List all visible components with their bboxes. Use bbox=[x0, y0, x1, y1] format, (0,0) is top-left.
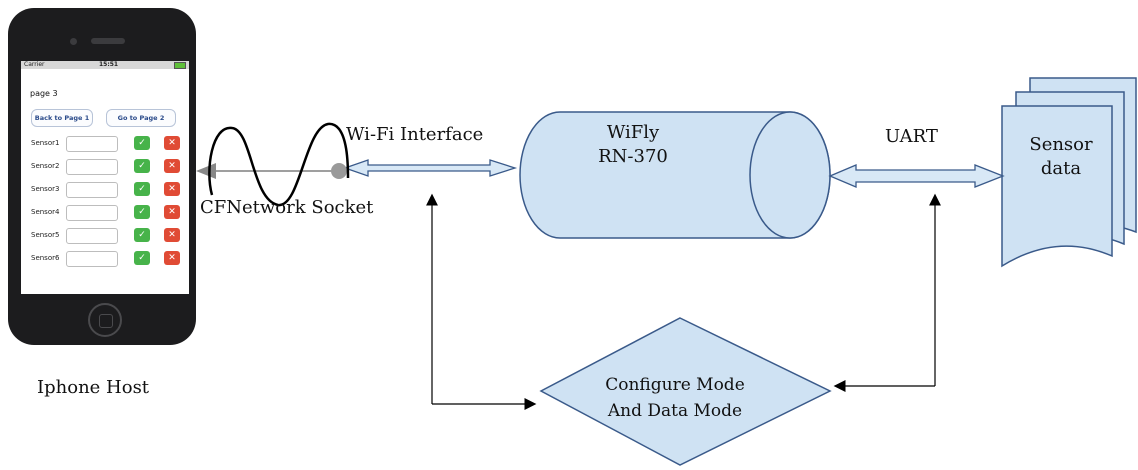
cross-icon[interactable]: ✕ bbox=[164, 251, 180, 265]
check-icon[interactable]: ✓ bbox=[134, 159, 150, 173]
sensor-input[interactable] bbox=[66, 228, 118, 244]
sensor-data-documents bbox=[1001, 77, 1137, 268]
sensor-input[interactable] bbox=[66, 205, 118, 221]
cross-icon[interactable]: ✕ bbox=[164, 159, 180, 173]
sensor-input[interactable] bbox=[66, 182, 118, 198]
configure-mode-label: Configure Mode And Data Mode bbox=[570, 372, 780, 424]
sensor-label: Sensor2 bbox=[31, 162, 60, 170]
camera-icon bbox=[70, 38, 77, 45]
wifly-label: WiFly RN-370 bbox=[578, 121, 688, 169]
phone-screen: Carrier 15:51 page 3 Back to Page 1 Go t… bbox=[21, 61, 189, 294]
speaker-grille bbox=[91, 38, 125, 44]
cfnetwork-socket-label: CFNetwork Socket bbox=[200, 197, 374, 218]
sensor-input[interactable] bbox=[66, 159, 118, 175]
wifly-name: WiFly bbox=[606, 122, 660, 143]
page-title: page 3 bbox=[30, 89, 58, 98]
sensor-input[interactable] bbox=[66, 136, 118, 152]
sensor-label: Sensor1 bbox=[31, 139, 60, 147]
check-icon[interactable]: ✓ bbox=[134, 182, 150, 196]
home-button-icon bbox=[88, 303, 122, 337]
cross-icon[interactable]: ✕ bbox=[164, 228, 180, 242]
status-carrier: Carrier bbox=[24, 61, 45, 68]
socket-connection bbox=[196, 163, 347, 179]
check-icon[interactable]: ✓ bbox=[134, 251, 150, 265]
uart-double-arrow bbox=[828, 164, 1005, 188]
check-icon[interactable]: ✓ bbox=[134, 205, 150, 219]
iphone-mockup: Carrier 15:51 page 3 Back to Page 1 Go t… bbox=[8, 8, 196, 345]
configure-mode-line1: Configure Mode bbox=[605, 375, 745, 395]
wifi-interface-label: Wi-Fi Interface bbox=[346, 124, 484, 145]
sensor-label: Sensor6 bbox=[31, 254, 60, 262]
wifi-double-arrow bbox=[343, 159, 518, 177]
back-to-page1-button[interactable]: Back to Page 1 bbox=[31, 109, 93, 127]
sensor-input[interactable] bbox=[66, 251, 118, 267]
sensor-label: Sensor4 bbox=[31, 208, 60, 216]
check-icon[interactable]: ✓ bbox=[134, 228, 150, 242]
cross-icon[interactable]: ✕ bbox=[164, 182, 180, 196]
status-bar: Carrier 15:51 bbox=[21, 61, 189, 69]
control-lines bbox=[426, 193, 941, 410]
uart-label: UART bbox=[885, 126, 938, 147]
sensor-label: Sensor3 bbox=[31, 185, 60, 193]
sensor-data-line1: Sensor bbox=[1029, 134, 1093, 155]
configure-mode-line2: And Data Mode bbox=[607, 401, 743, 421]
wifly-model: RN-370 bbox=[598, 146, 668, 167]
battery-icon bbox=[174, 62, 186, 69]
go-to-page2-button[interactable]: Go to Page 2 bbox=[106, 109, 176, 127]
sensor-data-line2: data bbox=[1040, 158, 1082, 179]
wifly-cylinder bbox=[519, 111, 831, 239]
antenna-wave-icon bbox=[208, 122, 350, 207]
sensor-label: Sensor5 bbox=[31, 231, 60, 239]
cross-icon[interactable]: ✕ bbox=[164, 205, 180, 219]
iphone-host-label: Iphone Host bbox=[37, 377, 150, 398]
cross-icon[interactable]: ✕ bbox=[164, 136, 180, 150]
check-icon[interactable]: ✓ bbox=[134, 136, 150, 150]
configure-mode-diamond bbox=[539, 317, 832, 466]
status-time: 15:51 bbox=[99, 61, 119, 68]
sensor-data-label: Sensor data bbox=[1016, 133, 1106, 181]
